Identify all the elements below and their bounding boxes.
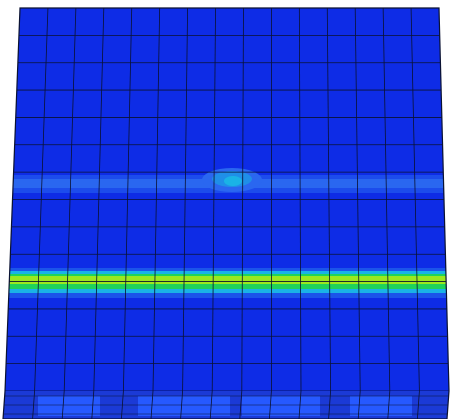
- side-opening: [350, 396, 412, 416]
- slab-side-face: [3, 391, 449, 419]
- side-opening: [38, 396, 100, 416]
- center-hotspot: [202, 168, 262, 192]
- lower-band-yellow-green: [5, 276, 449, 284]
- lower-band: [5, 268, 449, 298]
- side-opening: [138, 396, 230, 416]
- hotspot-inner: [224, 176, 242, 186]
- side-opening: [242, 396, 320, 416]
- slab-outline: [2, 7, 450, 419]
- side-openings: [38, 396, 412, 416]
